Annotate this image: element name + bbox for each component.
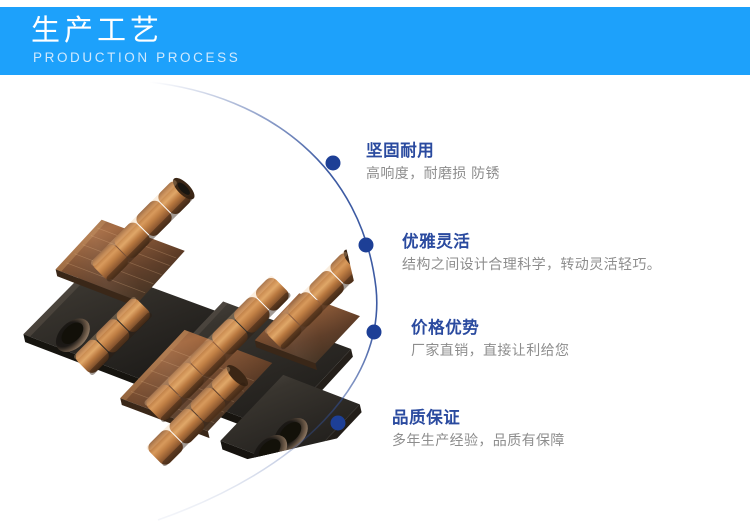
arc-dot-3 xyxy=(366,324,382,340)
banner-title-en: PRODUCTION PROCESS xyxy=(33,50,241,65)
arc-dot-2 xyxy=(358,237,374,253)
feature-desc: 结构之间设计合理科学，转动灵活轻巧。 xyxy=(402,256,662,272)
feature-title: 品质保证 xyxy=(392,409,461,427)
hinge-illustration xyxy=(23,177,366,506)
feature-desc: 厂家直销，直接让利给您 xyxy=(411,342,570,358)
feature-item-1: 坚固耐用 高响度，耐磨损 防锈 xyxy=(366,141,500,183)
feature-title: 优雅灵活 xyxy=(402,233,471,251)
banner-title-cn: 生产工艺 xyxy=(31,15,164,47)
feature-item-3: 价格优势 厂家直销，直接让利给您 xyxy=(411,318,569,360)
header-banner: 生产工艺 PRODUCTION PROCESS xyxy=(0,7,750,75)
hinge-knuckles-middle-left xyxy=(74,297,152,375)
feature-title: 价格优势 xyxy=(411,319,480,337)
feature-desc: 高响度，耐磨损 防锈 xyxy=(366,165,500,181)
feature-desc: 多年生产经验，品质有保障 xyxy=(392,432,565,448)
feature-title: 坚固耐用 xyxy=(366,142,435,160)
product-image xyxy=(8,150,366,506)
feature-item-2: 优雅灵活 结构之间设计合理科学，转动灵活轻巧。 xyxy=(402,232,661,274)
feature-item-4: 品质保证 多年生产经验，品质有保障 xyxy=(392,408,565,450)
